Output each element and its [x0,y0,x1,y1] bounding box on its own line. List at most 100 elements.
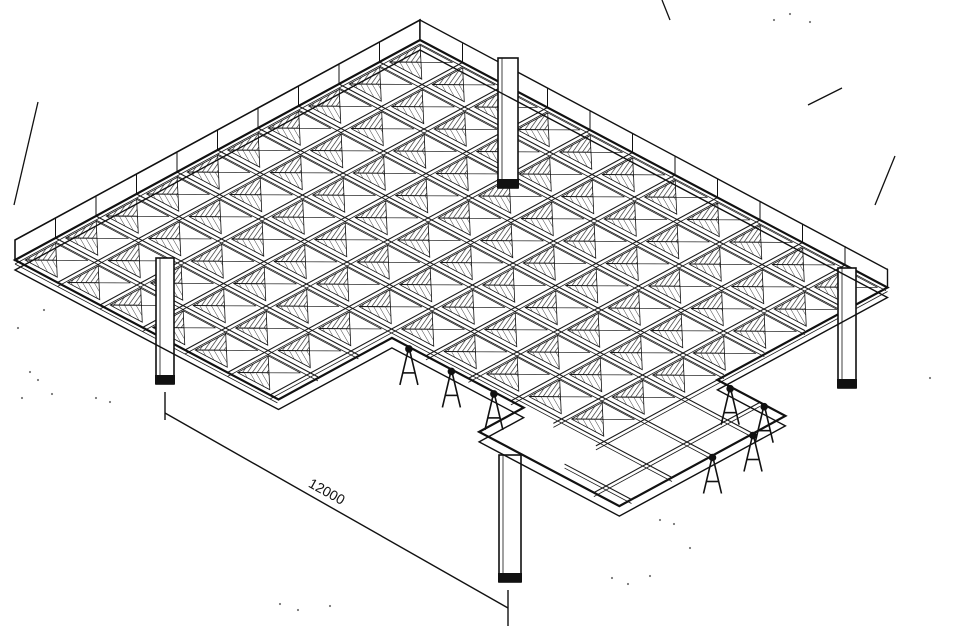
chord-u-lower [95,219,359,360]
pyramid-face-light [686,219,720,238]
lifting-jack [749,431,757,440]
pyramid-face-open [379,66,413,85]
pyramid-face-open [300,155,334,174]
pyramid-face-open [676,224,710,243]
pyramid-face-open [219,199,253,218]
speckle [772,18,776,22]
pyramid-face-open [383,155,417,174]
pyramid-face-open [261,221,295,240]
pyramid-face-light [478,195,512,214]
pyramid-face-light [443,351,477,370]
chord-u-lower [217,153,754,438]
pyramid-face-light [148,238,182,257]
speckle [648,574,652,578]
chord-u [257,127,725,376]
pyramid-face-open [721,291,755,310]
pyramid-face-open [419,44,453,63]
pyramid-face-light [771,264,805,283]
pyramid-face-light [601,174,635,193]
chord-u-lower [14,263,278,404]
roof-outline-lower [13,49,889,517]
column-base [837,379,857,388]
pyramid-face-open [95,220,129,239]
speckle [626,582,630,586]
pyramid-face-open [553,245,587,264]
pyramid-face-light [526,351,560,370]
pyramid-face-open [338,88,372,107]
pyramid-face-open [468,200,502,219]
roof-outline [12,38,890,508]
pyramid-face-light [146,193,180,212]
lifting-jack [760,402,768,411]
chord-u-lower [136,197,673,482]
chord-u [298,105,765,354]
chord-v-lower [468,223,761,383]
pyramid-face-light [435,173,469,192]
pyramid-face-open [225,332,259,351]
scan-noise [16,12,932,612]
grid-cells [24,44,878,437]
pyramid-face-light [652,374,686,393]
column [497,57,519,189]
pyramid-face-open [182,310,216,329]
chord-u [217,149,754,434]
chord-v [510,242,803,402]
dimension-label: 12000 [306,475,348,508]
pyramid-face-open [470,245,504,264]
pyramid-face-open [466,156,500,175]
pyramid-face-open [302,199,336,218]
pyramid-face-open [385,200,419,219]
speckle [28,370,32,374]
pyramid-face-open [427,222,461,241]
pyramid-face-open [464,111,498,130]
pyramid-face-open [555,290,589,309]
pyramid-face-light [186,171,220,190]
pyramid-face-open [348,311,382,330]
pyramid-face-open [306,288,340,307]
pyramid-face-open [340,133,374,152]
pyramid-face-open [55,242,89,261]
pyramid-face-light [690,308,724,327]
pyramid-face-light [275,305,309,324]
pyramid-face-light [731,286,765,305]
lifting-jack [726,384,734,393]
pyramid-face-open [761,269,795,288]
pyramid-face-light [192,305,226,324]
pyramid-face-light [194,349,228,368]
pyramid-face-open [804,291,838,310]
pyramid-face-open [257,132,291,151]
pyramid-face-light [437,217,471,236]
pyramid-face-light [397,239,431,258]
speckle [328,604,332,608]
chord-v [184,129,591,351]
pyramid-face-open [97,265,131,284]
lifting-jack [490,390,498,398]
chord-u-lower [564,467,632,504]
pyramid-face-light [729,241,763,260]
pyramid-face-light [609,352,643,371]
pyramid-face-open [472,289,506,308]
pyramid-face-open [176,176,210,195]
chord-v [553,264,846,424]
pyramid-face-light [188,216,222,235]
pyramid-face-open [180,265,214,284]
column [498,454,522,583]
pyramid-face-light [237,372,271,391]
pyramid-face-light [316,283,350,302]
pyramid-face-light [648,285,682,304]
speckle [928,376,932,380]
pyramid-face-open [516,356,550,375]
pyramid-face-light [231,238,265,257]
pyramid-face-open [674,179,708,198]
column-base [497,179,519,188]
pyramid-face-light [439,262,473,281]
pyramid-face-light [393,150,427,169]
speckle [42,308,46,312]
pyramid-face-light [441,306,475,325]
chord-v-lower [593,406,761,497]
pyramid-face-open [802,247,836,266]
column-base [498,573,522,582]
pyramid-face-open [636,246,670,265]
pyramid-face-light [571,418,605,437]
pyramid-face-open [719,246,753,265]
